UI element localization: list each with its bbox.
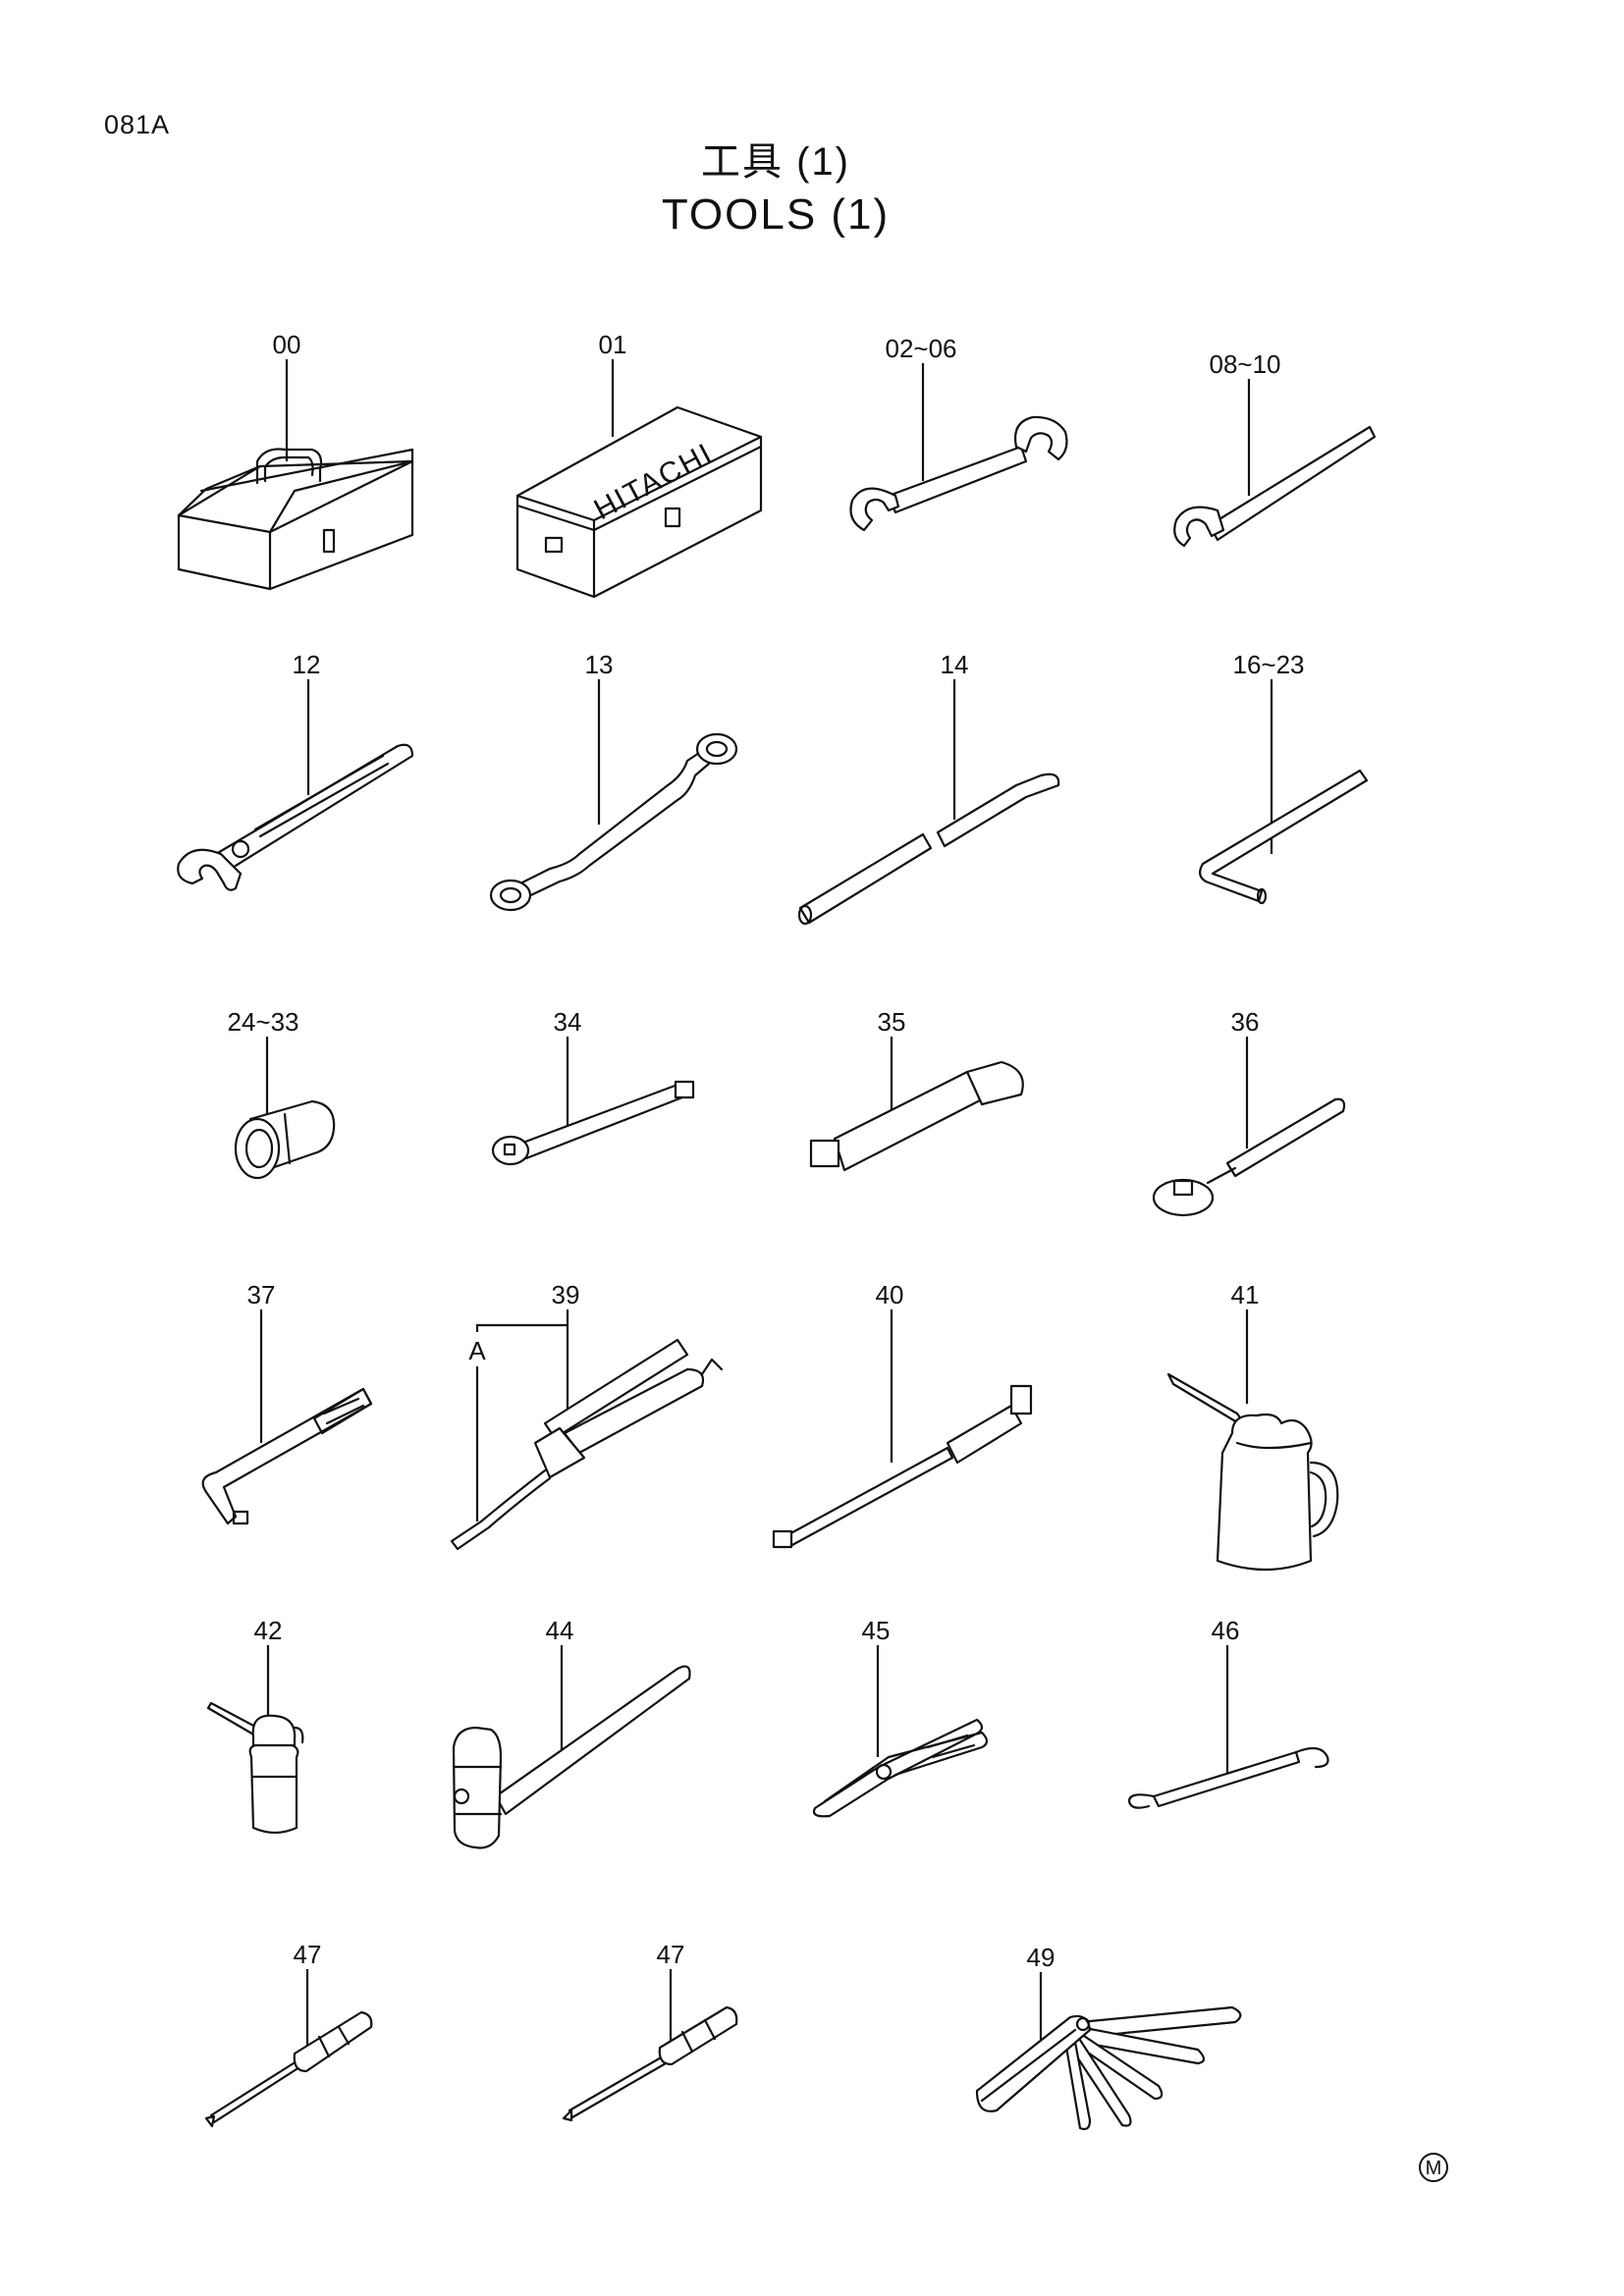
feeler-gauge-icon	[977, 2007, 1240, 2129]
part-label: 24~33	[227, 1007, 298, 1037]
part-label: 45	[862, 1616, 891, 1645]
l-wrench-icon	[203, 1389, 371, 1523]
hitachi-toolbox-icon: HITACHI	[517, 407, 761, 597]
grease-gun-icon	[452, 1340, 722, 1549]
extension-bar-icon	[493, 1082, 693, 1164]
part-01[interactable]: 01 HITACHI	[517, 330, 761, 597]
ratchet-handle-icon	[1154, 1099, 1344, 1215]
part-label: 42	[254, 1616, 283, 1645]
page-title-jp: 工具 (1)	[701, 140, 850, 184]
part-37[interactable]: 37	[203, 1280, 371, 1523]
part-45[interactable]: 45	[814, 1616, 987, 1816]
hammer-icon	[454, 1667, 690, 1848]
part-41[interactable]: 41	[1168, 1280, 1337, 1570]
part-label: 41	[1231, 1280, 1260, 1309]
stamp-mark: M	[1420, 2154, 1447, 2181]
flat-screwdriver-icon	[564, 2007, 736, 2120]
part-label: 37	[247, 1280, 276, 1309]
page-title-en: TOOLS (1)	[661, 190, 891, 239]
double-open-wrench-icon	[851, 417, 1067, 530]
part-label: 12	[293, 650, 321, 679]
part-42[interactable]: 42	[208, 1616, 302, 1833]
part-36[interactable]: 36	[1154, 1007, 1344, 1215]
part-label: 44	[546, 1616, 574, 1645]
single-open-wrench-icon	[1174, 427, 1375, 546]
socket-handle-icon	[811, 1062, 1023, 1170]
hex-key-icon	[1200, 771, 1367, 903]
adjustable-wrench-icon	[178, 745, 412, 890]
part-49[interactable]: 49	[977, 1943, 1240, 2129]
grease-hose-icon	[774, 1386, 1031, 1547]
pliers-icon	[814, 1720, 987, 1816]
part-35[interactable]: 35	[811, 1007, 1023, 1170]
part-label: 01	[599, 330, 627, 359]
part-47b[interactable]: 47	[564, 1940, 736, 2120]
phillips-screwdriver-icon	[206, 2012, 371, 2126]
part-44[interactable]: 44	[454, 1616, 690, 1848]
sublabel-a: A	[468, 1336, 486, 1365]
part-46[interactable]: 46	[1129, 1616, 1328, 1808]
part-label: 35	[878, 1007, 906, 1037]
part-label: 47	[294, 1940, 322, 1969]
part-label: 47	[657, 1940, 685, 1969]
part-label: 40	[876, 1280, 904, 1309]
title-block: 工具 (1) TOOLS (1)	[0, 135, 1551, 241]
part-02-06[interactable]: 02~06	[851, 334, 1067, 530]
part-24-33[interactable]: 24~33	[227, 1007, 334, 1178]
stamp-letter: M	[1426, 2158, 1442, 2179]
part-08-10[interactable]: 08~10	[1174, 349, 1375, 546]
oil-jug-icon	[1168, 1374, 1337, 1570]
part-14[interactable]: 14	[799, 650, 1058, 924]
part-label: 13	[585, 650, 614, 679]
spanner-bar-icon	[1129, 1748, 1328, 1808]
part-label: 00	[273, 330, 301, 359]
part-label: 39	[552, 1280, 580, 1309]
page-code: 081A	[104, 110, 171, 139]
part-47a[interactable]: 47	[206, 1940, 371, 2126]
oiler-icon	[208, 1703, 302, 1833]
socket-icon	[236, 1101, 334, 1178]
part-34[interactable]: 34	[493, 1007, 693, 1164]
part-label: 02~06	[885, 334, 956, 363]
part-label: 16~23	[1232, 650, 1304, 679]
toolbox-icon	[179, 450, 412, 590]
part-label: 49	[1027, 1943, 1056, 1972]
part-39[interactable]: 39 A	[452, 1280, 722, 1549]
part-label: 36	[1231, 1007, 1260, 1037]
part-label: 34	[554, 1007, 582, 1037]
part-16-23[interactable]: 16~23	[1200, 650, 1367, 903]
part-40[interactable]: 40	[774, 1280, 1031, 1547]
part-label: 14	[941, 650, 969, 679]
part-label: 08~10	[1209, 349, 1280, 379]
leader-bracket	[477, 1309, 568, 1332]
part-00[interactable]: 00	[179, 330, 412, 589]
offset-ring-wrench-icon	[491, 734, 736, 910]
part-13[interactable]: 13	[491, 650, 736, 910]
pry-bar-icon	[799, 774, 1058, 924]
part-12[interactable]: 12	[178, 650, 412, 890]
part-label: 46	[1212, 1616, 1240, 1645]
